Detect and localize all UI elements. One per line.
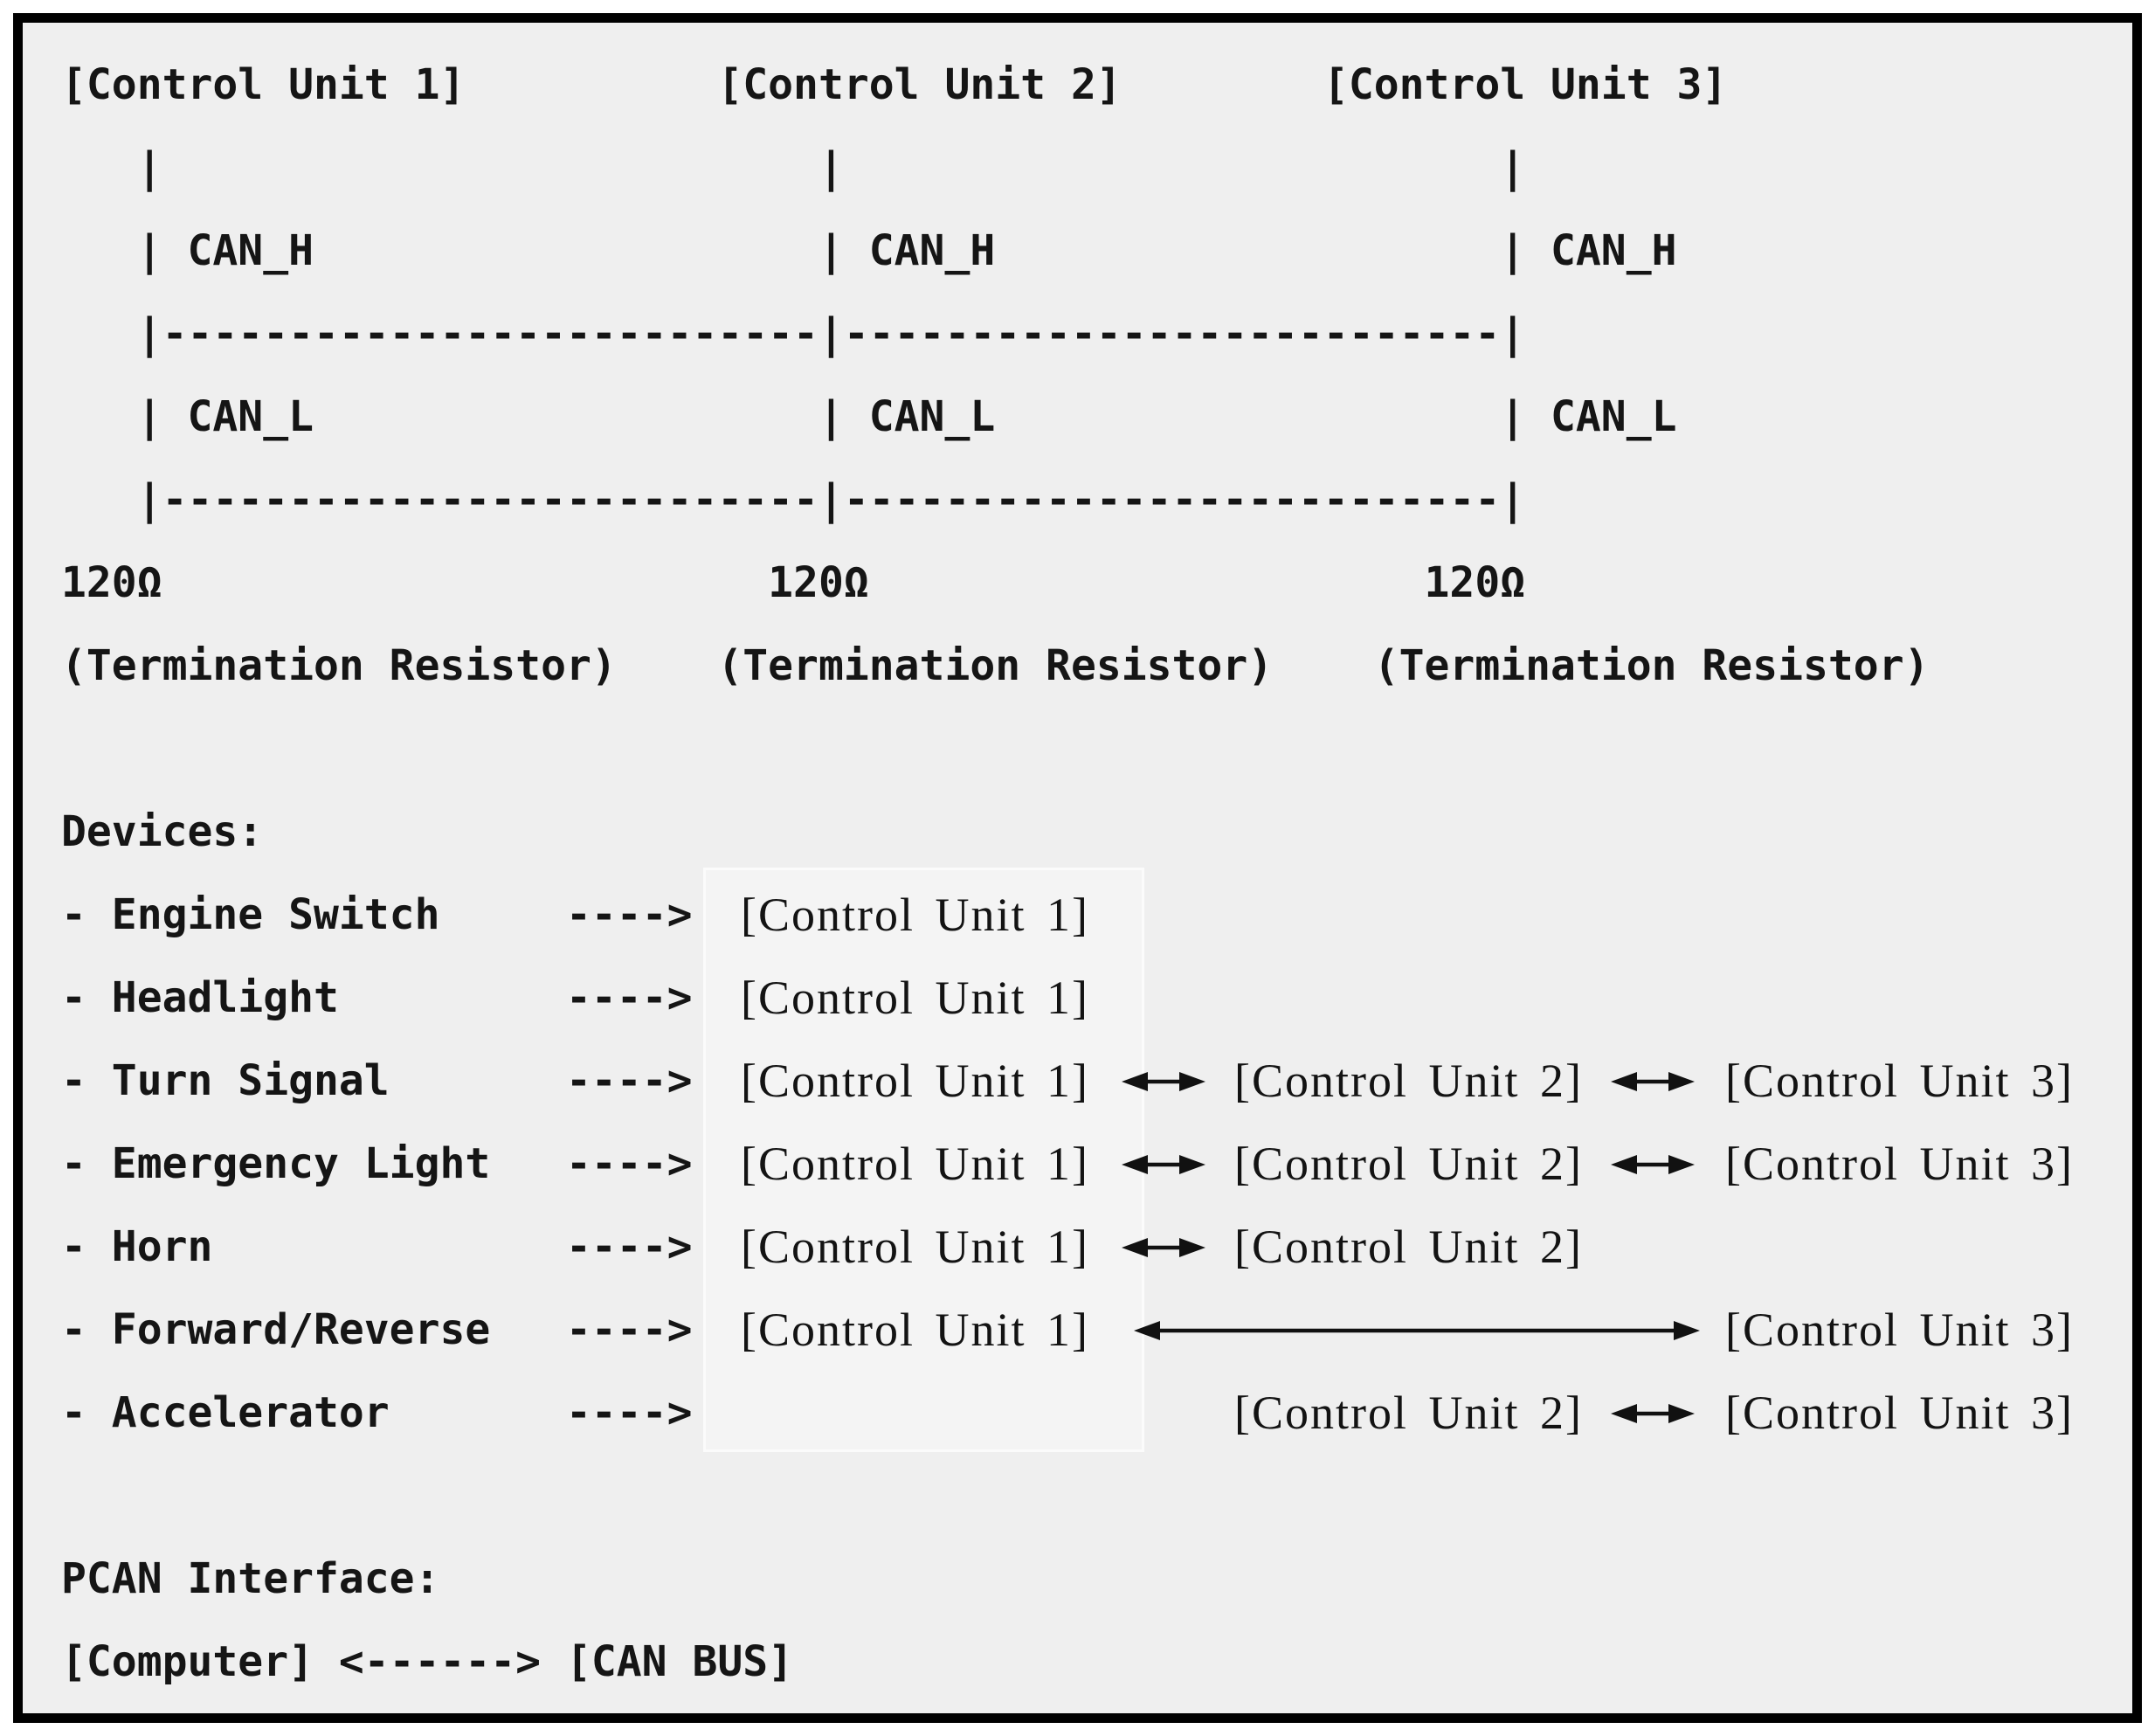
ascii-line-can-l-bus: |--------------------------|------------… (61, 475, 1526, 524)
control-unit-label: [Control Unit 3] (1725, 1138, 2074, 1190)
device-name: - Forward/Reverse (61, 1305, 491, 1354)
computer-canbus-line: [Computer] <------> [CAN BUS] (61, 1637, 794, 1686)
device-row-turn-signal: - Turn Signal ----> [Control Unit 1] [Co… (61, 1040, 2132, 1123)
device-name: - Engine Switch (61, 890, 440, 939)
device-row-forward-reverse: - Forward/Reverse ----> [Control Unit 1]… (61, 1289, 2132, 1372)
bidirectional-arrow-icon (1122, 1072, 1205, 1091)
control-unit-label: [Control Unit 2] (1234, 1387, 1583, 1439)
spacer-line (61, 708, 2132, 791)
dashed-arrow-icon: ----> (566, 1222, 693, 1271)
ascii-line-resistance: 120Ω 120Ω 120Ω (61, 558, 1526, 607)
can-bus-topology-diagram: [Control Unit 1] [Control Unit 2] [Contr… (61, 44, 2132, 708)
dashed-arrow-icon: ----> (566, 1305, 693, 1354)
dashed-arrow-icon: ----> (566, 973, 693, 1022)
bidirectional-arrow-icon (1611, 1155, 1695, 1174)
dashed-arrow-icon: ----> (566, 1056, 693, 1105)
pcan-interface-heading: PCAN Interface: (61, 1554, 440, 1603)
control-unit-label: [Control Unit 3] (1725, 1055, 2074, 1107)
bidirectional-arrow-icon (1122, 1238, 1205, 1257)
device-name: - Accelerator (61, 1388, 390, 1437)
device-row-accelerator: - Accelerator ----> [Control Unit 2] [Co… (61, 1372, 2132, 1455)
device-row-engine-switch: - Engine Switch ----> [Control Unit 1] (61, 874, 2132, 957)
control-unit-label: [Control Unit 2] (1234, 1055, 1583, 1107)
ascii-line-units: [Control Unit 1] [Control Unit 2] [Contr… (61, 60, 1728, 109)
control-unit-label: [Control Unit 1] (741, 1221, 1089, 1273)
device-name: - Headlight (61, 973, 339, 1022)
diagram-frame: [Control Unit 1] [Control Unit 2] [Contr… (13, 13, 2142, 1723)
control-unit-label: [Control Unit 1] (741, 972, 1089, 1024)
bidirectional-arrow-icon (1611, 1404, 1695, 1423)
dashed-arrow-icon: ----> (566, 890, 693, 939)
control-unit-label: [Control Unit 1] (741, 1304, 1089, 1356)
control-unit-label: [Control Unit 2] (1234, 1221, 1583, 1273)
device-name: - Horn (61, 1222, 213, 1271)
dashed-arrow-icon: ----> (566, 1388, 693, 1437)
device-name: - Turn Signal (61, 1056, 390, 1105)
ascii-line-can-h-bus: |--------------------------|------------… (61, 309, 1526, 358)
device-row-horn: - Horn ----> [Control Unit 1] [Control U… (61, 1206, 2132, 1289)
control-unit-label: [Control Unit 3] (1725, 1304, 2074, 1356)
device-row-headlight: - Headlight ----> [Control Unit 1] (61, 957, 2132, 1040)
devices-heading: Devices: (61, 807, 264, 856)
ascii-line-term-label: (Termination Resistor) (Termination Resi… (61, 641, 1930, 690)
ascii-line-can-l: | CAN_L | CAN_L | CAN_L (61, 392, 1677, 441)
ascii-line-pipes: | | | (61, 143, 1526, 192)
device-name: - Emergency Light (61, 1139, 491, 1188)
long-bidirectional-arrow-icon (1134, 1321, 1700, 1340)
spacer-line (61, 1455, 2132, 1538)
control-unit-1-highlight-box (703, 868, 1144, 1452)
control-unit-label: [Control Unit 2] (1234, 1138, 1583, 1190)
control-unit-label: [Control Unit 1] (741, 1138, 1089, 1190)
dashed-arrow-icon: ----> (566, 1139, 693, 1188)
control-unit-label: [Control Unit 1] (741, 1055, 1089, 1107)
ascii-line-can-h: | CAN_H | CAN_H | CAN_H (61, 226, 1677, 275)
control-unit-label: [Control Unit 3] (1725, 1387, 2074, 1439)
bidirectional-arrow-icon (1611, 1072, 1695, 1091)
bidirectional-arrow-icon (1122, 1155, 1205, 1174)
device-row-emergency-light: - Emergency Light ----> [Control Unit 1]… (61, 1123, 2132, 1206)
control-unit-label: [Control Unit 1] (741, 889, 1089, 941)
